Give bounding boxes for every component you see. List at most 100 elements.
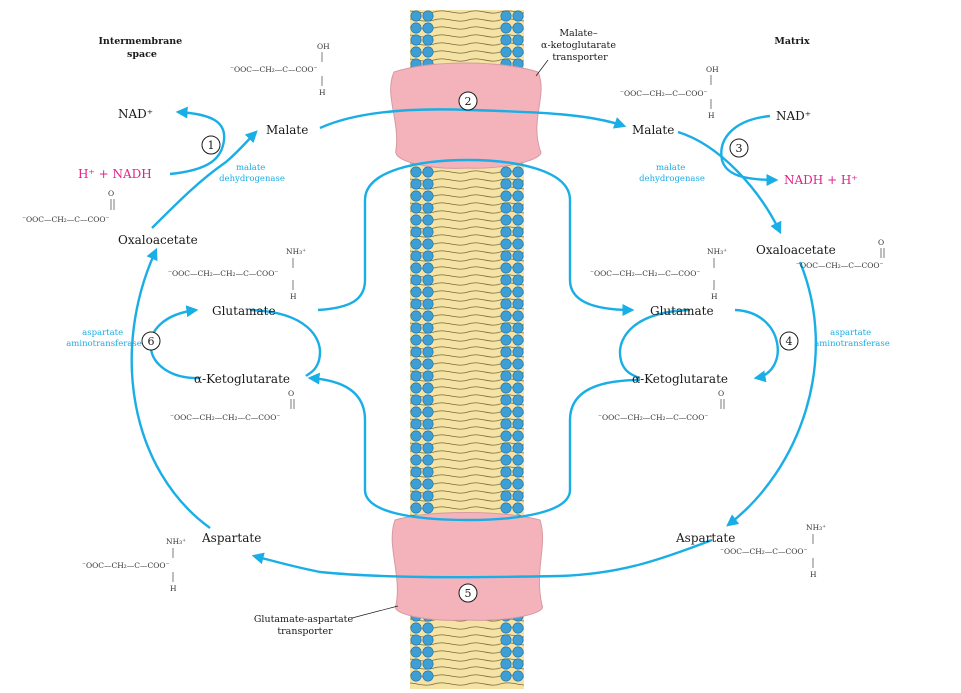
lipid-head-bead	[422, 298, 434, 310]
lipid-head-bead	[410, 658, 422, 670]
lipid-head-bead	[500, 250, 512, 262]
lipid-head-bead	[500, 622, 512, 634]
right-malate: Malate	[632, 123, 674, 137]
lipid-head-bead	[512, 478, 524, 490]
struct-aspartate-left: NH₃⁺ ⁻OOC—CH₂—C—COO⁻ H	[82, 537, 186, 593]
lipid-head-bead	[422, 166, 434, 178]
lipid-head-bead	[512, 178, 524, 190]
svg-text:3: 3	[736, 142, 743, 155]
right-nad-plus: NAD⁺	[776, 109, 811, 123]
lipid-head-bead	[410, 454, 422, 466]
lipid-head-bead	[422, 226, 434, 238]
lipid-head-bead	[422, 334, 434, 346]
lipid-head-bead	[422, 214, 434, 226]
svg-text:⁻OOC—CH₂—C—COO⁻: ⁻OOC—CH₂—C—COO⁻	[796, 261, 884, 270]
lipid-head-bead	[500, 178, 512, 190]
svg-text:⁻OOC—CH₂—CH₂—C—COO⁻: ⁻OOC—CH₂—CH₂—C—COO⁻	[598, 413, 708, 422]
lipid-head-bead	[500, 430, 512, 442]
lipid-head-bead	[500, 226, 512, 238]
struct-malate-right: OH ⁻OOC—CH₂—C—COO⁻ H	[620, 65, 719, 120]
lipid-head-bead	[410, 322, 422, 334]
lipid-head-bead	[422, 406, 434, 418]
lipid-head-bead	[512, 238, 524, 250]
lipid-head-bead	[500, 322, 512, 334]
lipid-head-bead	[422, 478, 434, 490]
lipid-head-bead	[512, 490, 524, 502]
lipid-head-bead	[410, 478, 422, 490]
lipid-head-bead	[422, 646, 434, 658]
lipid-head-bead	[410, 634, 422, 646]
malate-akg-transporter	[390, 62, 542, 169]
lipid-head-bead	[512, 10, 524, 22]
lipid-head-bead	[500, 442, 512, 454]
lipid-head-bead	[410, 490, 422, 502]
lipid-head-bead	[512, 46, 524, 58]
glutamate-akg-link-left	[249, 308, 322, 377]
lipid-head-bead	[512, 634, 524, 646]
lipid-head-bead	[500, 490, 512, 502]
lipid-head-bead	[512, 214, 524, 226]
lipid-head-bead	[422, 670, 434, 682]
lipid-head-bead	[512, 466, 524, 478]
lipid-head-bead	[500, 238, 512, 250]
lipid-head-bead	[500, 202, 512, 214]
svg-text:O: O	[718, 389, 724, 398]
lipid-head-bead	[410, 286, 422, 298]
svg-text:O: O	[288, 389, 294, 398]
right-malate-dehydrogenase: malate dehydrogenase	[639, 163, 705, 184]
right-akg: α-Ketoglutarate	[632, 372, 728, 386]
right-oxaloacetate: Oxaloacetate	[756, 243, 836, 257]
transporter-2-body	[390, 62, 542, 169]
step-5-marker: 5	[458, 583, 478, 603]
step-6-marker: 6	[141, 331, 161, 351]
glutamate-transport-arrow	[317, 158, 635, 316]
lipid-head-bead	[512, 454, 524, 466]
lipid-head-bead	[410, 262, 422, 274]
svg-text:O: O	[108, 189, 114, 198]
lipid-head-bead	[422, 346, 434, 358]
matrix-label: Matrix	[774, 36, 810, 47]
intermembrane-space-label: Intermembrane space	[98, 36, 185, 60]
nad-to-nadh-arrow-right	[720, 114, 779, 186]
lipid-head-bead	[422, 394, 434, 406]
lipid-head-bead	[500, 298, 512, 310]
transporter-5-body	[391, 512, 544, 621]
lipid-head-bead	[422, 250, 434, 262]
lipid-head-bead	[422, 310, 434, 322]
lipid-head-bead	[512, 262, 524, 274]
akg-transport-arrow	[307, 372, 641, 522]
lipid-head-bead	[500, 418, 512, 430]
lipid-head-bead	[410, 442, 422, 454]
svg-text:⁻OOC—CH₂—C—COO⁻: ⁻OOC—CH₂—C—COO⁻	[720, 547, 808, 556]
left-oxaloacetate: Oxaloacetate	[118, 233, 198, 247]
lipid-head-bead	[410, 202, 422, 214]
svg-text:⁻OOC—CH₂—C—COO⁻: ⁻OOC—CH₂—C—COO⁻	[620, 89, 708, 98]
flow-arrows	[130, 106, 818, 579]
lipid-head-bead	[500, 406, 512, 418]
lipid-head-bead	[422, 238, 434, 250]
lipid-head-bead	[500, 274, 512, 286]
lipid-head-bead	[422, 634, 434, 646]
lipid-head-bead	[512, 646, 524, 658]
lipid-head-bead	[500, 394, 512, 406]
step-markers: 1 2 3 4 5 6	[141, 91, 799, 603]
nad-release-arrow-left	[169, 106, 226, 176]
svg-text:NH₃⁺: NH₃⁺	[707, 247, 727, 256]
lipid-head-bead	[422, 358, 434, 370]
lipid-head-bead	[410, 466, 422, 478]
lipid-head-bead	[512, 382, 524, 394]
lipid-head-bead	[512, 658, 524, 670]
lipid-head-bead	[500, 658, 512, 670]
lipid-head-bead	[500, 334, 512, 346]
left-h-nadh: H⁺ + NADH	[78, 167, 152, 181]
lipid-head-bead	[500, 346, 512, 358]
left-akg: α-Ketoglutarate	[194, 372, 290, 386]
lipid-head-bead	[422, 46, 434, 58]
lipid-head-bead	[500, 190, 512, 202]
lipid-head-bead	[500, 382, 512, 394]
lipid-head-bead	[500, 634, 512, 646]
lipid-head-bead	[512, 310, 524, 322]
lipid-head-bead	[512, 298, 524, 310]
lipid-head-bead	[500, 22, 512, 34]
